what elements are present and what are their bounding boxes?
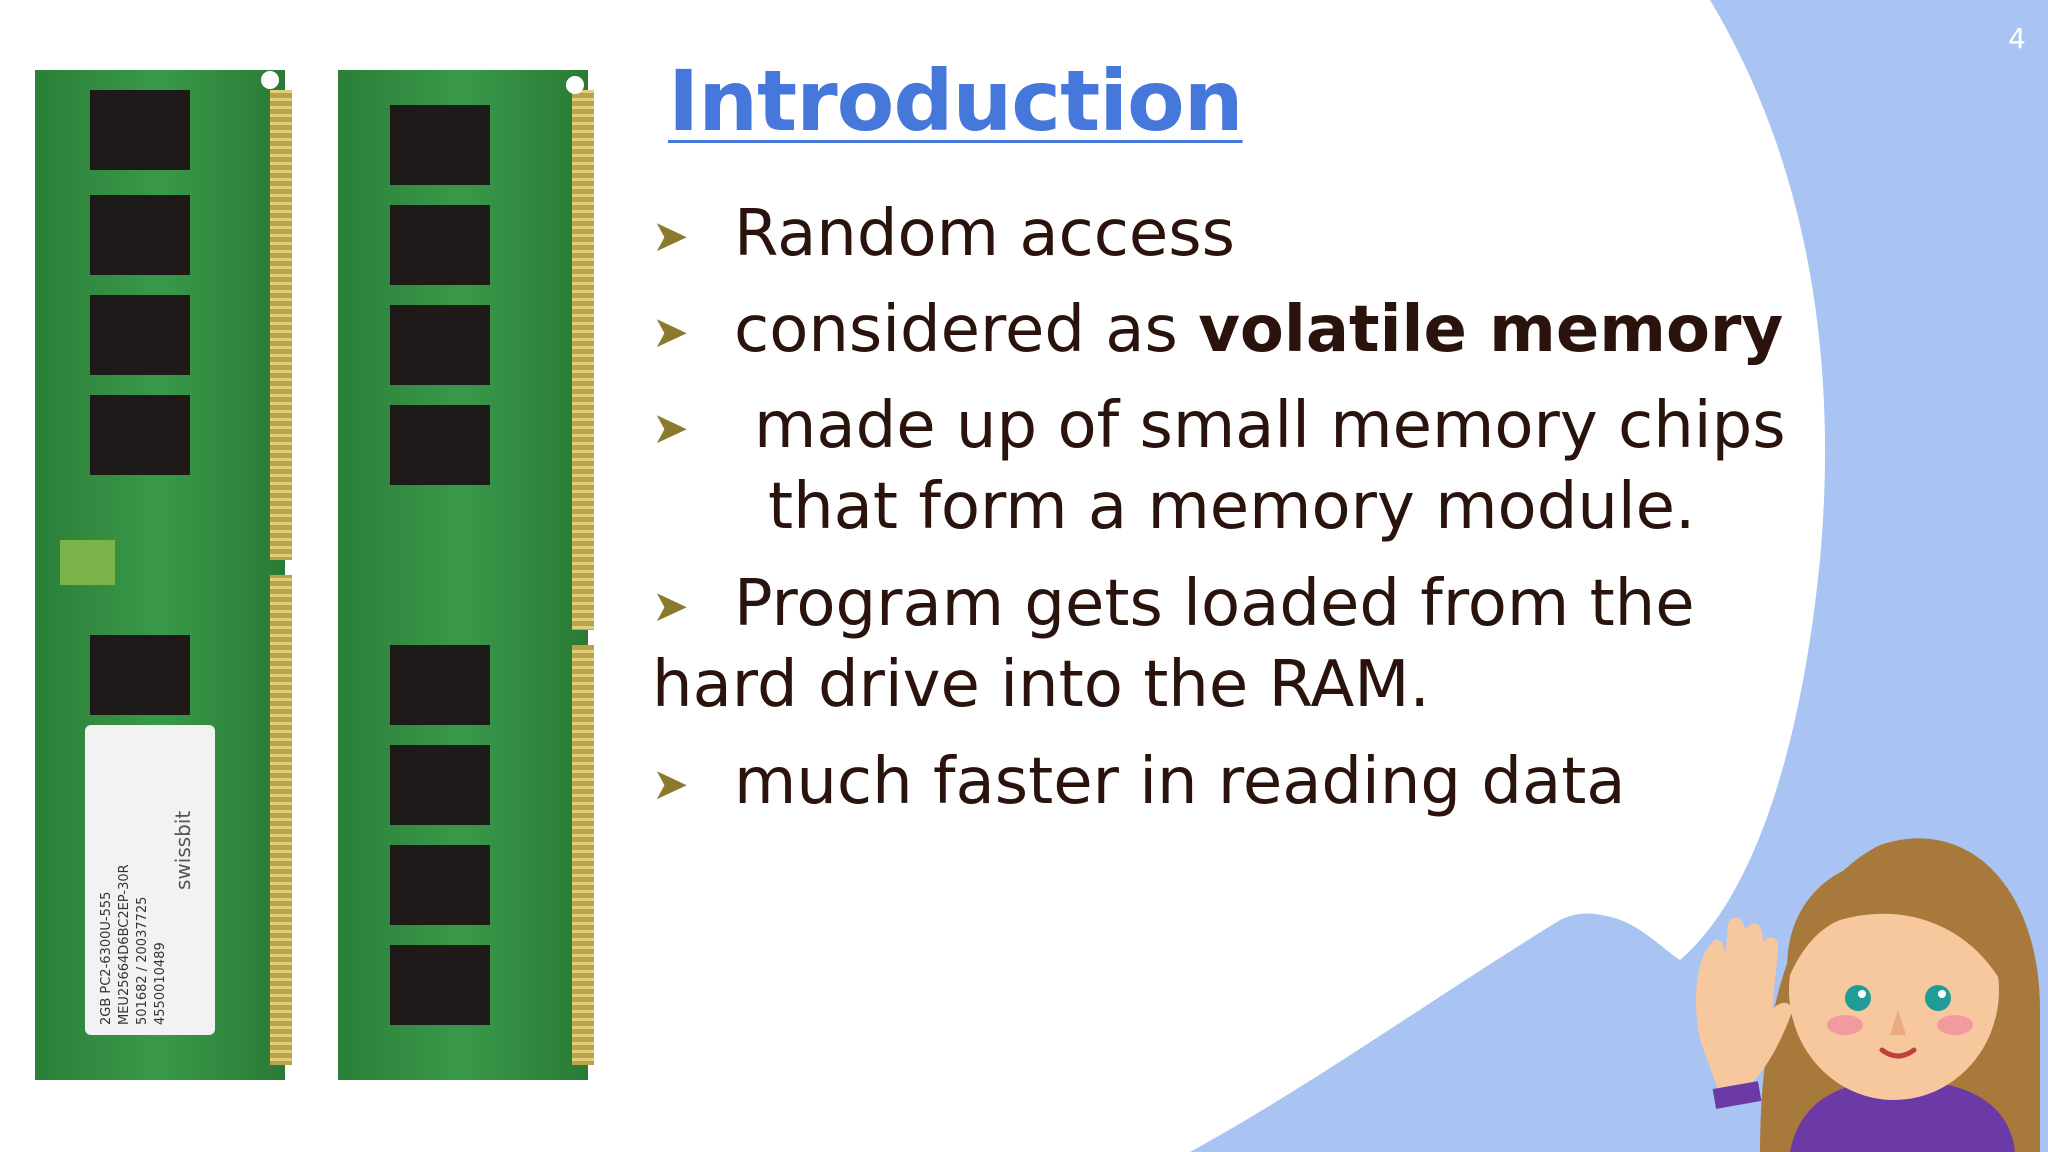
arrowhead-icon: ➤ bbox=[652, 307, 689, 359]
cartoon-girl-waving-illustration bbox=[1695, 838, 2040, 1152]
slide-title: Introduction bbox=[668, 52, 1244, 150]
ram-module-right bbox=[338, 70, 594, 1080]
bullet-text: Random access bbox=[734, 197, 1235, 271]
ram-module-left: 2GB PC2-6300U-555 MEU25664D6BC2EP-30R 50… bbox=[35, 70, 292, 1080]
arrowhead-icon: ➤ bbox=[652, 403, 689, 455]
bullet-item: ➤ Program gets loaded from the hard drive… bbox=[652, 565, 1832, 743]
bullet-text-continuation: that form a memory module. bbox=[768, 470, 1696, 545]
bullet-text: made up of small memory chips bbox=[754, 389, 1786, 463]
bullet-text: considered as bbox=[734, 293, 1199, 367]
bullet-item: ➤ made up of small memory chips that form… bbox=[652, 387, 1832, 565]
slide-number: 4 bbox=[2008, 22, 2026, 55]
bullet-item: ➤ much faster in reading data bbox=[652, 743, 1832, 824]
svg-text:501682 / 20037725: 501682 / 20037725 bbox=[135, 897, 150, 1025]
bullet-text: much faster in reading data bbox=[734, 745, 1626, 819]
bullet-item: ➤ Random access bbox=[652, 195, 1832, 291]
arrowhead-icon: ➤ bbox=[652, 211, 689, 263]
svg-text:swissbit: swissbit bbox=[171, 811, 195, 890]
ram-modules-image: 2GB PC2-6300U-555 MEU25664D6BC2EP-30R 50… bbox=[35, 70, 594, 1080]
bullet-text-bold: volatile memory bbox=[1198, 293, 1784, 367]
svg-text:4550010489: 4550010489 bbox=[153, 942, 168, 1025]
bullet-list: ➤ Random access ➤ considered as volatile m… bbox=[652, 195, 1832, 824]
svg-text:2GB PC2-6300U-555: 2GB PC2-6300U-555 bbox=[99, 892, 114, 1025]
bullet-text: Program gets loaded from the bbox=[734, 567, 1695, 641]
bullet-text-continuation: hard drive into the RAM. bbox=[652, 648, 1430, 723]
arrowhead-icon: ➤ bbox=[652, 759, 689, 811]
svg-text:MEU25664D6BC2EP-30R: MEU25664D6BC2EP-30R bbox=[117, 864, 132, 1025]
arrowhead-icon: ➤ bbox=[652, 581, 689, 633]
bullet-item: ➤ considered as volatile memory bbox=[652, 291, 1832, 387]
